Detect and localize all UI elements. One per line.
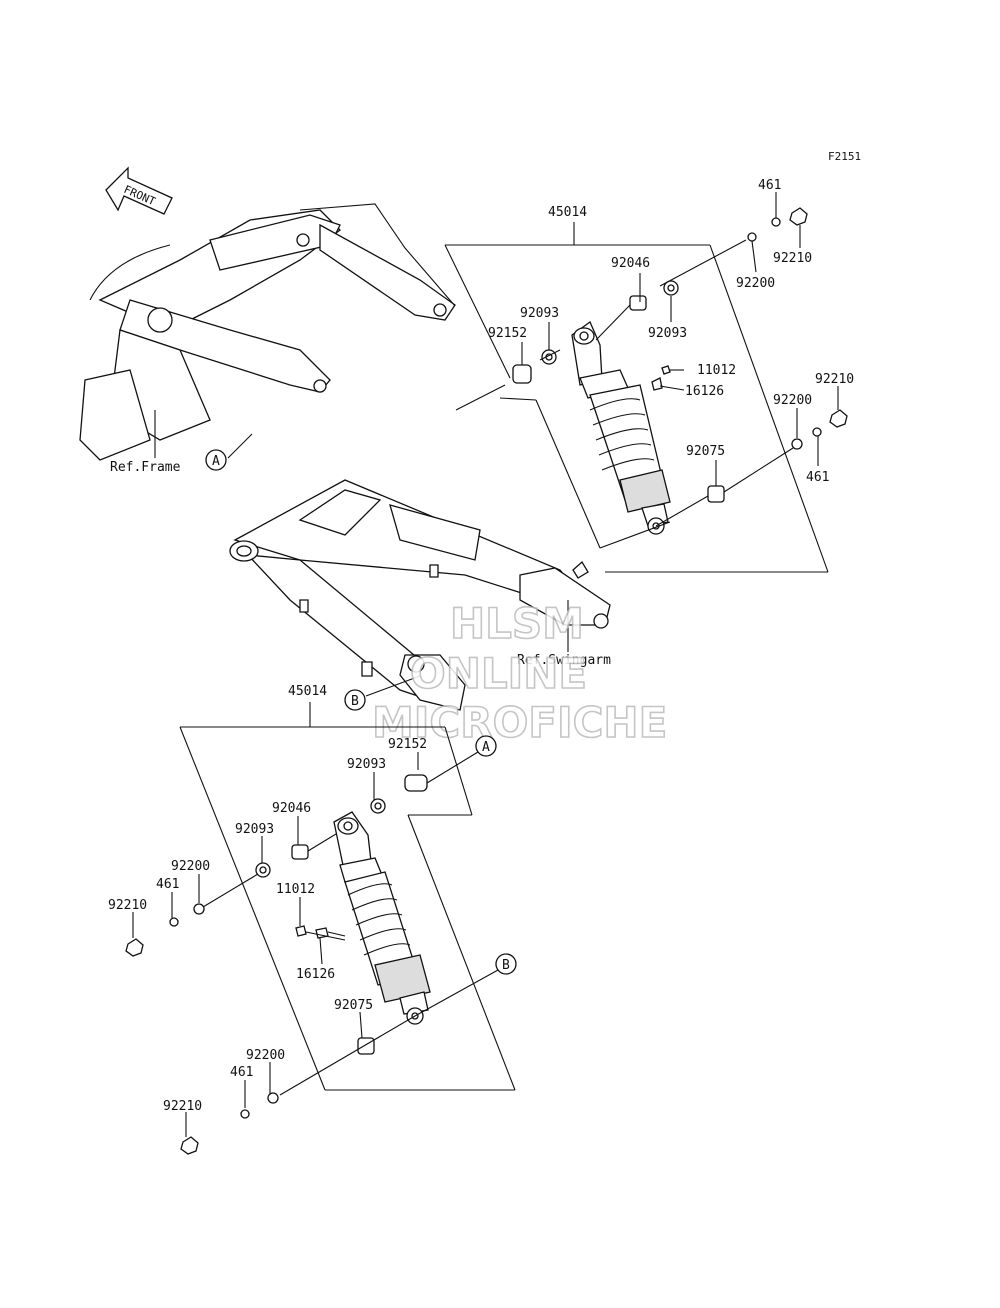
label-461-upper-b: 461 [806, 470, 829, 485]
washer-461-upper-a [771, 217, 781, 227]
watermark-line3: MICROFICHE [372, 698, 667, 747]
label-92200-upper-b: 92200 [773, 393, 812, 408]
label-92046-upper: 92046 [611, 256, 650, 271]
label-11012-upper: 11012 [697, 363, 736, 378]
label-92200-lower-b: 92200 [246, 1048, 285, 1063]
ref-frame-label: Ref.Frame [110, 460, 181, 475]
callout-b-label-upper: B [351, 694, 359, 709]
label-461-upper-a: 461 [758, 178, 781, 193]
label-92075-lower: 92075 [334, 998, 373, 1013]
swingarm-illustration [229, 479, 611, 711]
collar-92075-upper [707, 485, 725, 503]
upper-group-outline [444, 222, 829, 573]
label-92210-upper-b: 92210 [815, 372, 854, 387]
label-92046-lower: 92046 [272, 801, 311, 816]
watermark-line1: HLSM [450, 599, 584, 648]
washer-92200-lower-a [193, 903, 205, 915]
lower-shock-absorber [333, 811, 431, 1025]
callout-a-label-upper: A [212, 454, 220, 469]
callout-b-label-lower: B [502, 958, 510, 973]
label-92152-upper: 92152 [488, 326, 527, 341]
nut-92210-lower-a [125, 938, 144, 957]
ref-swingarm-label: Ref.Swingarm [517, 653, 611, 668]
fitting-11012-lower [295, 925, 307, 937]
watermark-line2: ONLINE [410, 649, 587, 698]
washer-461-lower-b [240, 1109, 250, 1119]
label-92200-lower-a: 92200 [171, 859, 210, 874]
fitting-16126-upper [651, 377, 663, 391]
washer-92200-upper-a [747, 232, 757, 242]
callout-a-circle-upper [205, 449, 227, 471]
collar-92152-lower [404, 774, 428, 792]
label-16126-upper: 16126 [685, 384, 724, 399]
fitting-11012-upper [661, 365, 671, 375]
upper-assembly-label: 45014 [548, 205, 587, 220]
lower-assembly-label: 45014 [288, 684, 327, 699]
label-11012-lower: 11012 [276, 882, 315, 897]
frame-illustration [79, 203, 456, 461]
label-92200-upper-a: 92200 [736, 276, 775, 291]
nut-92210-upper-b [829, 409, 848, 428]
collar-92075-lower [357, 1037, 375, 1055]
watermark: HLSM ONLINE MICROFICHE [371, 598, 668, 748]
callout-a-label-lower: A [482, 740, 490, 755]
callout-a-circle-lower [475, 735, 497, 757]
label-16126-lower: 16126 [296, 967, 335, 982]
label-92210-lower-b: 92210 [163, 1099, 202, 1114]
washer-461-lower-a [169, 917, 179, 927]
label-92093-lower-a: 92093 [347, 757, 386, 772]
label-92152-lower: 92152 [388, 737, 427, 752]
upper-shock-absorber [571, 321, 671, 535]
needle-bearing-92046-upper [629, 295, 647, 311]
label-92075-upper: 92075 [686, 444, 725, 459]
lower-group-outline: 45014 [179, 684, 516, 1091]
washer-461-upper-b [812, 427, 822, 437]
label-92210-upper-a: 92210 [773, 251, 812, 266]
nut-92210-lower-b [180, 1136, 199, 1155]
callout-b-circle-lower [495, 953, 517, 975]
label-92093-lower-b: 92093 [235, 822, 274, 837]
callout-b-circle-upper [344, 689, 366, 711]
collar-92152-upper [512, 364, 532, 384]
needle-bearing-92046-lower [291, 844, 309, 860]
washer-92200-upper-b [791, 438, 803, 450]
label-92210-lower-a: 92210 [108, 898, 147, 913]
front-arrow-icon: FRONT [105, 166, 173, 215]
label-461-lower-b: 461 [230, 1065, 253, 1080]
figure-id: F2151 [828, 150, 861, 163]
washer-92200-lower-b [267, 1092, 279, 1104]
label-92093-upper-b: 92093 [648, 326, 687, 341]
nut-92210-upper-a [789, 207, 808, 226]
label-461-lower-a: 461 [156, 877, 179, 892]
label-92093-upper-a: 92093 [520, 306, 559, 321]
